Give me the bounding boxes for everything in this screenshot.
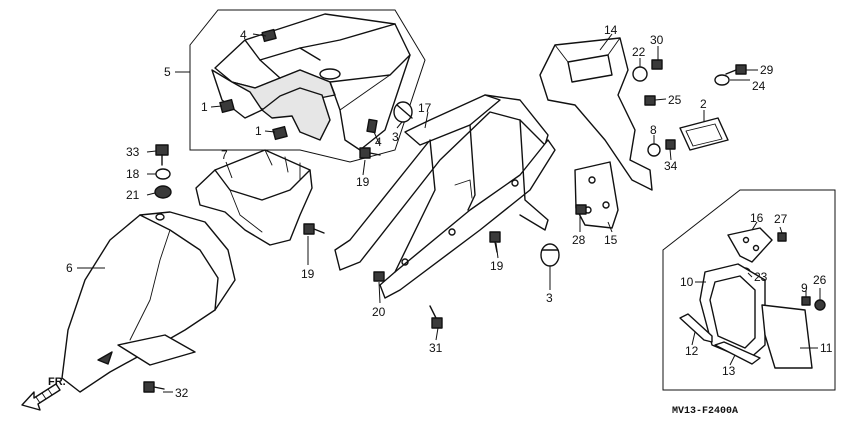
callout-18: 18 — [126, 167, 140, 181]
plate-11 — [761, 304, 813, 369]
callout-23: 23 — [754, 270, 768, 284]
bolt-31 — [429, 305, 443, 329]
nut-30 — [651, 59, 663, 70]
callout-4: 4 — [240, 28, 247, 42]
callout-28: 28 — [572, 233, 586, 247]
leader-lines — [77, 33, 821, 393]
bolt-25 — [644, 95, 656, 106]
callout-24: 24 — [752, 79, 766, 93]
callout-8: 8 — [650, 123, 657, 137]
callout-21: 21 — [126, 188, 140, 202]
bolt-29 — [725, 64, 747, 75]
callout-1: 1 — [201, 100, 208, 114]
callout-6: 6 — [66, 261, 73, 275]
license-light-bracket-16 — [727, 227, 773, 263]
washer-21 — [154, 185, 172, 199]
pad-1-lower — [272, 125, 288, 141]
callout-30: 30 — [650, 33, 664, 47]
nut-20 — [373, 271, 385, 282]
callout-16: 16 — [750, 211, 764, 225]
callout-9: 9 — [801, 281, 808, 295]
bolt-19-mid — [489, 231, 501, 253]
inner-fender — [195, 149, 313, 246]
strip-13 — [714, 341, 761, 365]
callout-20: 20 — [372, 305, 386, 319]
nut-8 — [647, 143, 661, 157]
callout-19: 19 — [301, 267, 315, 281]
callout-14: 14 — [604, 23, 618, 37]
bolt-19-left — [303, 223, 325, 235]
grommet-3-lower — [540, 243, 560, 267]
callout-12: 12 — [685, 344, 699, 358]
nut-22 — [632, 66, 648, 82]
callout-19: 19 — [490, 259, 504, 273]
rear-cowl — [211, 13, 411, 151]
callout-3: 3 — [546, 291, 553, 305]
bolt-32 — [143, 381, 165, 393]
callout-32: 32 — [175, 386, 189, 400]
grommet-3-upper — [393, 101, 413, 123]
bolt-34 — [665, 139, 676, 150]
callout-33: 33 — [126, 145, 140, 159]
callout-25: 25 — [668, 93, 682, 107]
washer-24 — [714, 74, 730, 86]
drawing-code: MV13-F2400A — [672, 406, 738, 417]
callout-15: 15 — [604, 233, 618, 247]
taillight-bracket — [574, 161, 619, 229]
callout-1: 1 — [255, 124, 262, 138]
nut-18 — [155, 168, 171, 180]
callout-17: 17 — [418, 101, 432, 115]
direction-label: FR. — [48, 376, 66, 388]
callout-5: 5 — [164, 65, 171, 79]
callout-34: 34 — [664, 159, 678, 173]
pad-4-lower — [366, 118, 378, 134]
callout-3: 3 — [392, 130, 399, 144]
callout-7: 7 — [221, 148, 228, 162]
callout-19: 19 — [356, 175, 370, 189]
nut-9 — [801, 296, 811, 306]
inset-outline — [662, 189, 836, 391]
nut-28 — [575, 204, 587, 215]
callout-2: 2 — [700, 97, 707, 111]
callout-31: 31 — [429, 341, 443, 355]
callout-13: 13 — [722, 364, 736, 378]
rear-fender — [61, 211, 236, 393]
pad-1-upper — [219, 98, 235, 114]
callout-22: 22 — [632, 45, 646, 59]
screw-27 — [777, 232, 787, 242]
plate-frame-10 — [699, 263, 766, 361]
callout-11: 11 — [820, 341, 833, 355]
license-bracket — [539, 37, 653, 191]
bolt-33 — [155, 144, 169, 166]
reflector — [679, 117, 729, 151]
callout-10: 10 — [680, 275, 694, 289]
callout-26: 26 — [813, 273, 827, 287]
rear-frame — [334, 94, 556, 299]
front-direction-arrow: FR. — [21, 376, 66, 411]
strip-12 — [679, 313, 713, 343]
washer-26 — [814, 299, 826, 311]
bolt-19-top — [359, 147, 381, 159]
group-outline-5 — [189, 9, 426, 163]
pad-4-upper — [261, 28, 277, 43]
callout-27: 27 — [774, 212, 788, 226]
callout-29: 29 — [760, 63, 774, 77]
callouts: 4 5 1 1 4 3 7 33 18 21 6 19 19 17 19 20 … — [66, 23, 833, 400]
callout-4: 4 — [375, 135, 382, 149]
